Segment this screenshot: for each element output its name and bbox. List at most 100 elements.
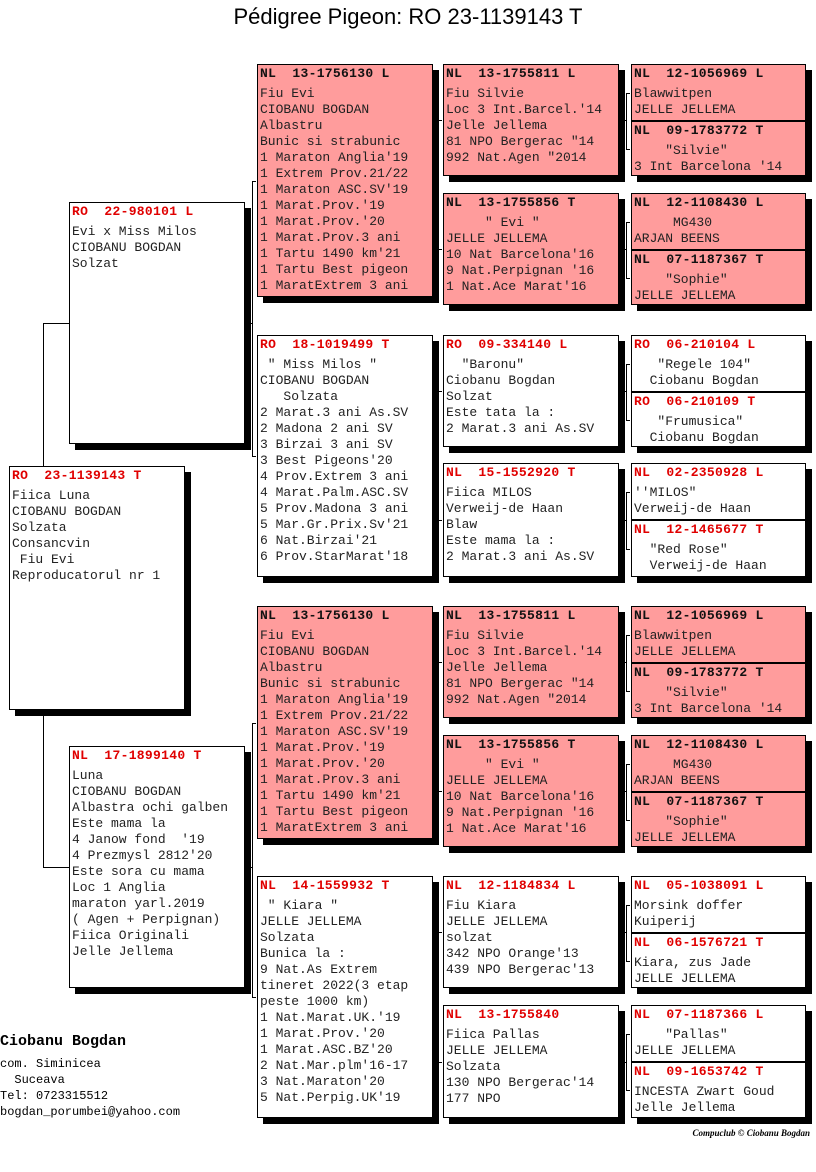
pigeon-info-line: 4 Prov.Extrem 3 ani [260,469,409,484]
ring-number: RO 22-980101 L [72,204,194,219]
pedigree-connector [438,520,442,521]
breeder-email: bogdan_porumbei@yahoo.com [0,1105,181,1119]
pigeon-card-gen5-5[interactable]: RO 06-210104 L "Regele 104" Ciobanu Bogd… [631,335,806,392]
pedigree-connector [626,634,630,636]
pedigree-connector [626,904,630,906]
pedigree-connector [619,120,626,121]
pigeon-info-line: 1 Maraton ASC.SV'19 [260,182,409,197]
pedigree-connector [438,249,442,250]
pigeon-info-line: JELLE JELLEMA [634,971,736,986]
breeder-name: Ciobanu Bogdan [0,1033,127,1050]
pigeon-info-line: Luna [72,768,104,783]
pigeon-info-line: Jelle Jellema [72,944,174,959]
pigeon-info-line: "Sophie" [634,814,728,829]
pedigree-connector [619,391,626,392]
pigeon-info-line: Morsink doffer [634,898,744,913]
pigeon-info-line: Este tata la : [446,405,556,420]
pedigree-connector [626,1090,630,1091]
ring-number: NL 07-1187367 T [634,794,764,809]
pedigree-connector [438,662,439,791]
pigeon-info-line: Bunic si strabunic [260,676,401,691]
pigeon-info-line: 4 Marat.Palm.ASC.SV [260,485,409,500]
ring-number: NL 12-1056969 L [634,608,764,623]
pigeon-info-line: ARJAN BEENS [634,231,720,246]
pigeon-info-line: 6 Nat.Birzai'21 [260,533,378,548]
pigeon-info-line: Fiica Luna [12,488,91,503]
pigeon-info-line: Loc 3 Int.Barcel.'14 [446,102,603,117]
pigeon-info-line: Blawwitpen [634,86,713,101]
pigeon-info-line: tineret 2022(3 etap [260,978,409,993]
ring-number: NL 13-1755811 L [446,66,576,81]
pigeon-info-line: Albastra ochi galben [72,800,229,815]
pigeon-info-line: Bunica la : [260,946,346,961]
pigeon-info-line: 130 NPO Bergerac'14 [446,1075,595,1090]
pedigree-connector [252,997,256,998]
pedigree-connector [626,363,630,365]
pedigree-connector [438,1061,442,1063]
pigeon-card-gen5-15[interactable]: NL 07-1187366 L "Pallas"JELLE JELLEMA [631,1005,806,1062]
pedigree-connector [245,323,252,324]
pigeon-info-line: 1 Tartu 1490 km'21 [260,246,401,261]
pigeon-card-gen5-7[interactable]: NL 02-2350928 L''MILOS"Verweij-de Haan [631,463,806,520]
pedigree-connector [245,867,252,868]
pigeon-info-line: JELLE JELLEMA [446,1043,548,1058]
pigeon-info-line: JELLE JELLEMA [260,914,362,929]
pigeon-card-sd[interactable]: RO 18-1019499 T " Miss Milos "CIOBANU BO… [257,335,433,577]
pigeon-info-line: Ciobanu Bogdan [446,373,556,388]
pigeon-info-line: ARJAN BEENS [634,773,720,788]
pigeon-info-line: 4 Prezmysl 2812'20 [72,848,213,863]
pigeon-info-line: 1 Marat.Prov.'19 [260,740,385,755]
pigeon-info-line: CIOBANU BOGDAN [260,373,370,388]
pedigree-connector [626,1033,630,1035]
pigeon-info-line: 1 Extrem Prov.21/22 [260,708,409,723]
pigeon-card-gen5-4[interactable]: NL 07-1187367 T "Sophie"JELLE JELLEMA [631,250,806,305]
pigeon-info-line: Verweij-de Haan [634,501,752,516]
pigeon-info-line: "Sophie" [634,272,728,287]
pigeon-info-line: 2 Marat.3 ani As.SV [260,405,409,420]
ring-number: NL 05-1038091 L [634,878,764,893]
pedigree-connector [252,722,253,997]
pigeon-card-gen5-10[interactable]: NL 09-1783772 T "Silvie"3 Int Barcelona … [631,663,806,718]
pedigree-connector [626,690,630,692]
pigeon-card-gen5-8[interactable]: NL 12-1465677 T "Red Rose" Verweij-de Ha… [631,520,806,577]
pigeon-card-gen5-12[interactable]: NL 07-1187367 T "Sophie"JELLE JELLEMA [631,792,806,847]
pigeon-info-line: 81 NPO Bergerac "14 [446,676,595,691]
ring-number: NL 09-1783772 T [634,665,764,680]
pigeon-info-line: 5 Mar.Gr.Prix.Sv'21 [260,517,409,532]
pigeon-info-line: Consancvin [12,536,91,551]
pigeon-info-line: "Silvie" [634,685,728,700]
ring-number: NL 13-1755840 [446,1007,560,1022]
pedigree-connector [626,491,627,549]
pedigree-connector [626,634,627,691]
pedigree-connector [626,221,630,223]
pigeon-info-line: 1 Marat.Prov.'20 [260,214,385,229]
pigeon-info-line: 3 Int Barcelona '14 [634,159,783,174]
pigeon-info-line: 3 Int Barcelona '14 [634,701,783,716]
pigeon-card-gen5-6[interactable]: RO 06-210109 T "Frumusica" Ciobanu Bogda… [631,392,806,447]
pigeon-info-line: 10 Nat Barcelona'16 [446,247,595,262]
pigeon-card-gen5-2[interactable]: NL 09-1783772 T "Silvie"3 Int Barcelona … [631,121,806,176]
pigeon-info-line: 1 Marat.Prov.3 ani [260,230,401,245]
software-credit: Compuclub © Ciobanu Bogdan [692,1128,810,1138]
